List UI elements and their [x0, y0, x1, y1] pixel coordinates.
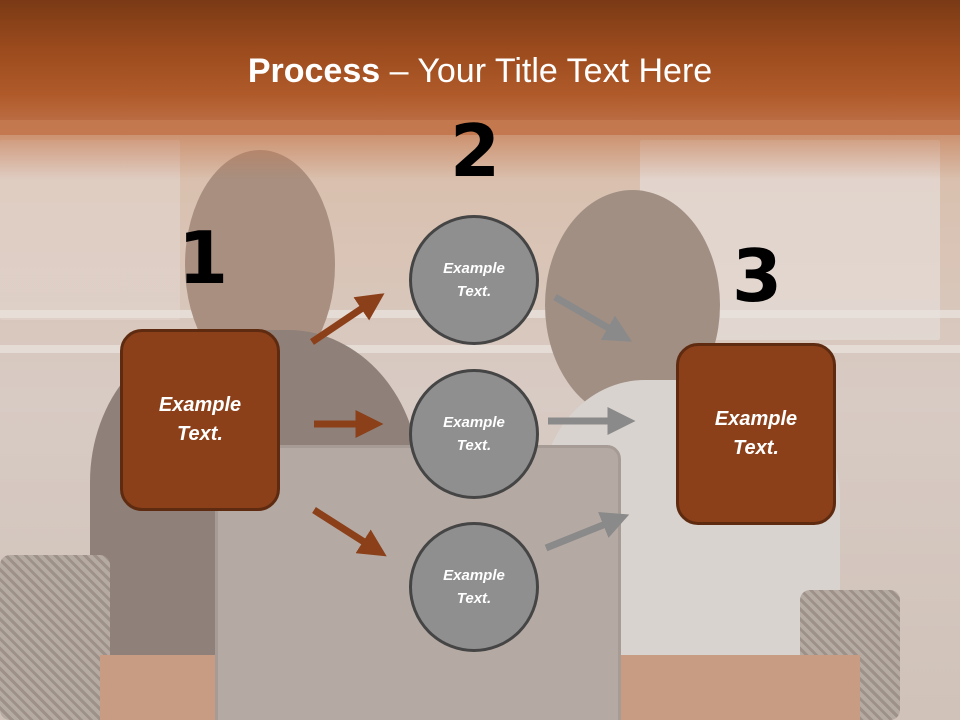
slide-title[interactable]: Process – Your Title Text Here [0, 52, 960, 91]
step-number-2: 2 [450, 109, 501, 193]
step-box-right-line1: Example [714, 408, 798, 430]
circle-middle-line1: Example [443, 414, 505, 431]
header-fade [0, 120, 960, 180]
circle-bottom[interactable]: Example Text. [409, 522, 539, 652]
circle-middle-line2: Text. [456, 437, 492, 454]
arrow-from-circle-top [553, 293, 633, 342]
arrow-to-circle-top [310, 293, 385, 345]
step-box-left[interactable]: Example Text. [120, 329, 280, 511]
background-railing [0, 345, 960, 353]
circle-top-line1: Example [443, 260, 505, 277]
circle-middle[interactable]: Example Text. [409, 369, 539, 499]
arrow-to-circle-bottom [312, 507, 387, 557]
circle-top-text: Example Text. [443, 257, 505, 303]
circle-bottom-line2: Text. [456, 590, 492, 607]
circle-top-line2: Text. [456, 283, 492, 300]
step-box-right[interactable]: Example Text. [676, 343, 836, 525]
circle-bottom-text: Example Text. [443, 564, 505, 610]
circle-bottom-line1: Example [443, 567, 505, 584]
step-box-right-text: Example Text. [715, 405, 797, 463]
circle-middle-text: Example Text. [443, 411, 505, 457]
header-bar [0, 0, 960, 135]
circle-top[interactable]: Example Text. [409, 215, 539, 345]
step-box-left-line2: Text. [177, 423, 223, 445]
step-number-3: 3 [732, 234, 783, 318]
title-rest: – Your Title Text Here [380, 52, 713, 90]
step-box-left-text: Example Text. [159, 391, 241, 449]
arrow-from-circle-bottom [544, 511, 630, 552]
step-number-1: 1 [178, 216, 229, 300]
step-box-left-line1: Example [158, 394, 242, 416]
title-bold: Process [247, 52, 381, 90]
step-box-right-line2: Text. [733, 437, 779, 459]
background-chair [0, 555, 110, 720]
